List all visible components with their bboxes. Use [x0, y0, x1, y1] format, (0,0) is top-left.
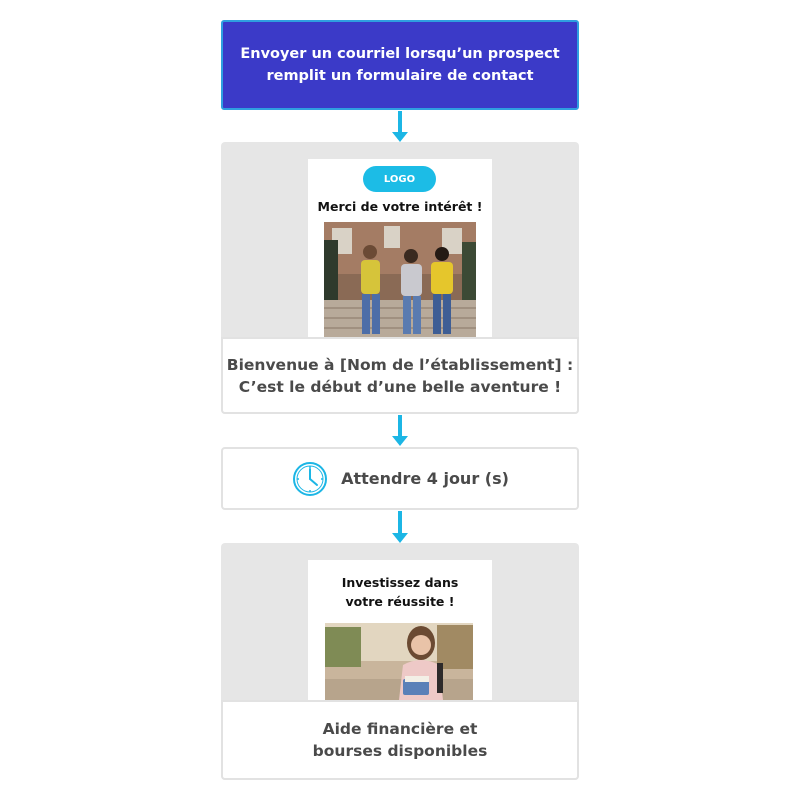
email-caption-2: Aide financière et bourses disponibles [221, 700, 579, 780]
logo-badge: LOGO [363, 166, 436, 192]
email-preview-1: LOGO Merci de votre intérêt ! [308, 159, 492, 337]
email-caption-1: Bienvenue à [Nom de l’établissement] : C… [221, 337, 579, 414]
email-preview-title: Investissez dans votre réussite ! [341, 575, 459, 609]
email-step-2[interactable]: Investissez dans votre réussite ! Aide f… [221, 543, 579, 780]
wait-label: Attendre 4 jour (s) [341, 469, 509, 488]
wait-step[interactable]: Attendre 4 jour (s) [221, 447, 579, 510]
students-photo [324, 222, 476, 337]
email-preview-title: Merci de votre intérêt ! [317, 199, 483, 214]
flow-arrow [392, 511, 408, 544]
trigger-box[interactable]: Envoyer un courriel lorsqu’un prospect r… [221, 20, 579, 110]
email-preview-2: Investissez dans votre réussite ! [308, 560, 492, 700]
flow-arrow [392, 415, 408, 447]
student-photo [325, 623, 473, 700]
email-subject-1: Bienvenue à [Nom de l’établissement] : C… [226, 355, 574, 396]
flow-arrow [392, 111, 408, 143]
clock-icon [293, 461, 328, 496]
email-step-1[interactable]: LOGO Merci de votre intérêt ! [221, 142, 579, 414]
email-subject-2: Aide financière et bourses disponibles [312, 720, 488, 760]
trigger-text: Envoyer un courriel lorsqu’un prospect r… [240, 46, 560, 84]
